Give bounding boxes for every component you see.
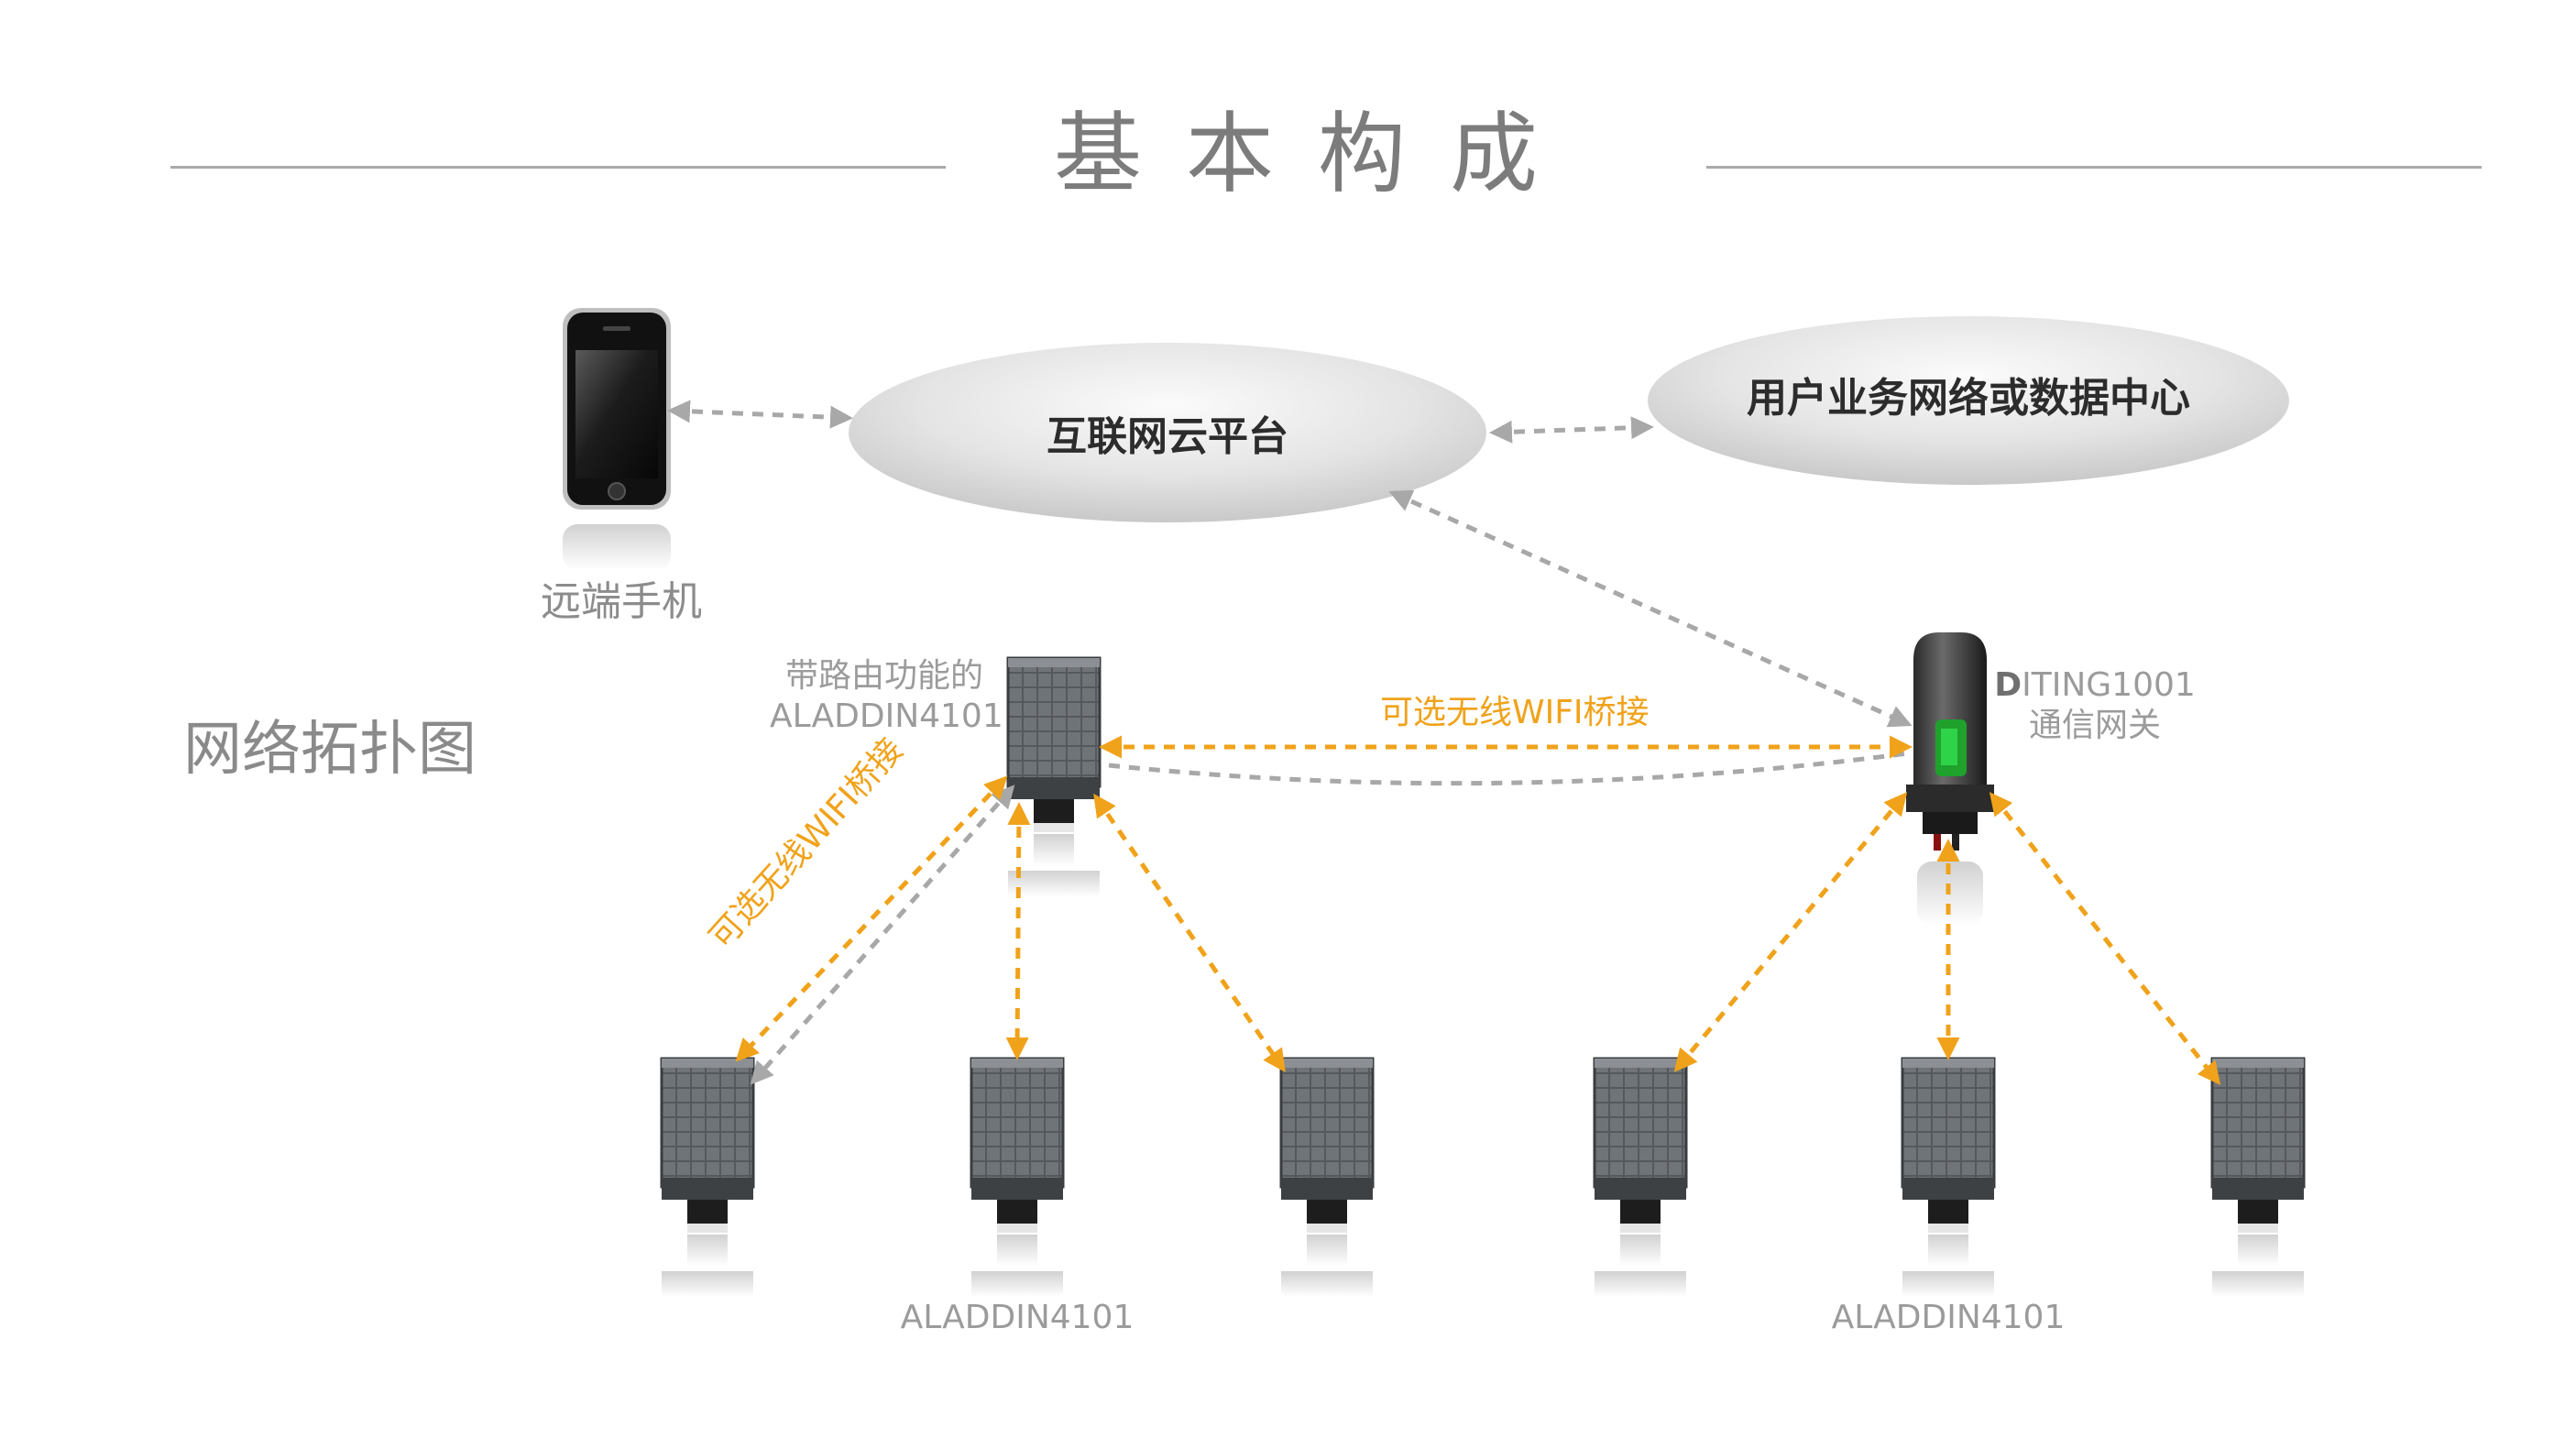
gateway-device-icon (1906, 632, 1994, 926)
cloud-platform-node: 互联网云平台 (849, 398, 1486, 467)
title-rule-left (170, 166, 946, 169)
router-label-line1: 带路由功能的 (784, 657, 983, 695)
sensor-icon (1279, 1057, 1375, 1299)
page-title: 基本构成 (1054, 103, 1582, 205)
datacenter-shape (1648, 316, 2289, 485)
link-gateway-sensor4 (1673, 792, 1908, 1072)
sensor-icon (1593, 1057, 1688, 1299)
router-node-label: 带路由功能的 ALADDIN4101 (770, 656, 1003, 737)
cloud-platform-label: 互联网云平台 (1047, 413, 1288, 460)
datacenter-node: 用户业务网络或数据中心 (1648, 359, 2289, 429)
sensor-icon (970, 1057, 1065, 1299)
link-router-gateway-gray (1108, 751, 1909, 786)
cloud-platform-shape (849, 343, 1486, 522)
link-router-sensor2 (1005, 802, 1031, 1060)
link-router-sensor3 (1093, 793, 1286, 1073)
section-label: 网络拓扑图 (183, 716, 477, 784)
router-sensor-icon (1006, 656, 1102, 898)
sensor-icon (1901, 1057, 1996, 1299)
link-gateway-sensor6 (1989, 792, 2221, 1085)
gateway-label-line2: 通信网关 (2028, 707, 2161, 744)
phone-icon (563, 308, 671, 570)
link-phone-cloud (667, 400, 853, 429)
link-cloud-gateway (1388, 489, 1913, 728)
sensor-icon (2210, 1057, 2306, 1299)
link-cloud-datacenter (1489, 416, 1654, 444)
sensor-icon (660, 1057, 755, 1299)
wifi-bridge-label-horizontal: 可选无线WIFI桥接 (1380, 694, 1650, 731)
router-label-line2: ALADDIN4101 (770, 697, 1003, 735)
group-left-label: ALADDIN4101 (900, 1299, 1135, 1336)
link-router-sensor1 (735, 775, 1008, 1062)
gateway-node-label: DITING1001 通信网关 (1985, 665, 2205, 746)
datacenter-label: 用户业务网络或数据中心 (1747, 375, 2190, 422)
gateway-label-rest: ITING1001 (2022, 666, 2196, 704)
gateway-label-prefix: D (1994, 666, 2022, 704)
title-rule-right (1706, 166, 2482, 169)
group-right-label: ALADDIN4101 (1831, 1299, 2066, 1336)
phone-label: 远端手机 (541, 578, 702, 625)
